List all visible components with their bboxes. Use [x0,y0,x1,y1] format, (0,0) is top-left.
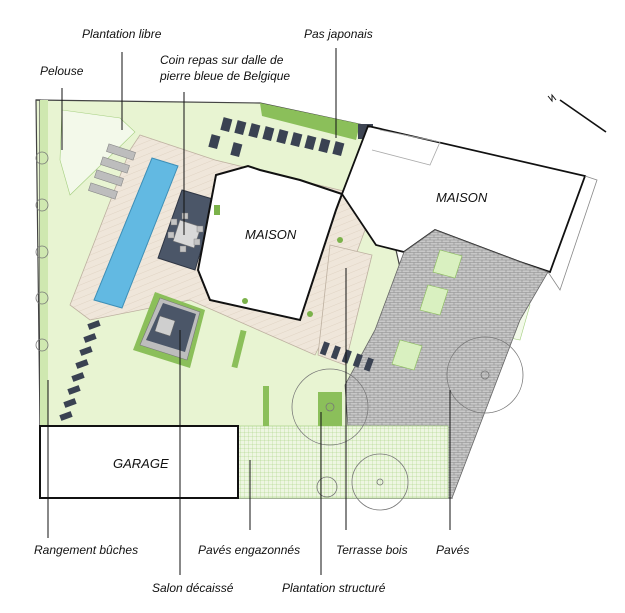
label-plantation-libre: Plantation libre [82,27,162,41]
stepping-stones-top [208,117,345,158]
dining-slab [157,189,217,271]
label-paves: Pavés [436,543,469,557]
garage-label: GARAGE [113,456,169,471]
garage [39,425,239,499]
label-pas-japonais: Pas japonais [304,27,373,41]
label-plantation-structuree: Plantation structuré [282,581,386,595]
label-coin-repas-1: Coin repas sur dalle de [160,53,284,67]
trees [35,151,524,511]
house-label-1: MAISON [245,227,297,242]
label-pelouse: Pelouse [40,64,84,78]
label-terrasse-bois: Terrasse bois [336,543,408,557]
label-coin-repas-2: pierre bleue de Belgique [159,69,290,83]
label-rangement-buches: Rangement bûches [34,543,138,557]
hedge-left [40,100,48,426]
house-main [196,164,344,322]
label-paves-engazonnes: Pavés engazonnés [198,543,300,557]
plant-dots [242,237,343,317]
label-salon-decaisse: Salon décaissé [152,581,234,595]
leader-lines [47,48,451,575]
stepping-stones-right [319,341,374,372]
stepping-stones-left [59,320,101,421]
sunken-lounge [133,292,205,368]
structured-planting [231,329,342,426]
north-arrow-icon [547,93,607,133]
house-label-2: MAISON [436,190,488,205]
sun-loungers [88,143,136,200]
swimming-pool [93,157,179,309]
hedge-top [260,103,360,140]
grass-pavers [237,425,449,499]
